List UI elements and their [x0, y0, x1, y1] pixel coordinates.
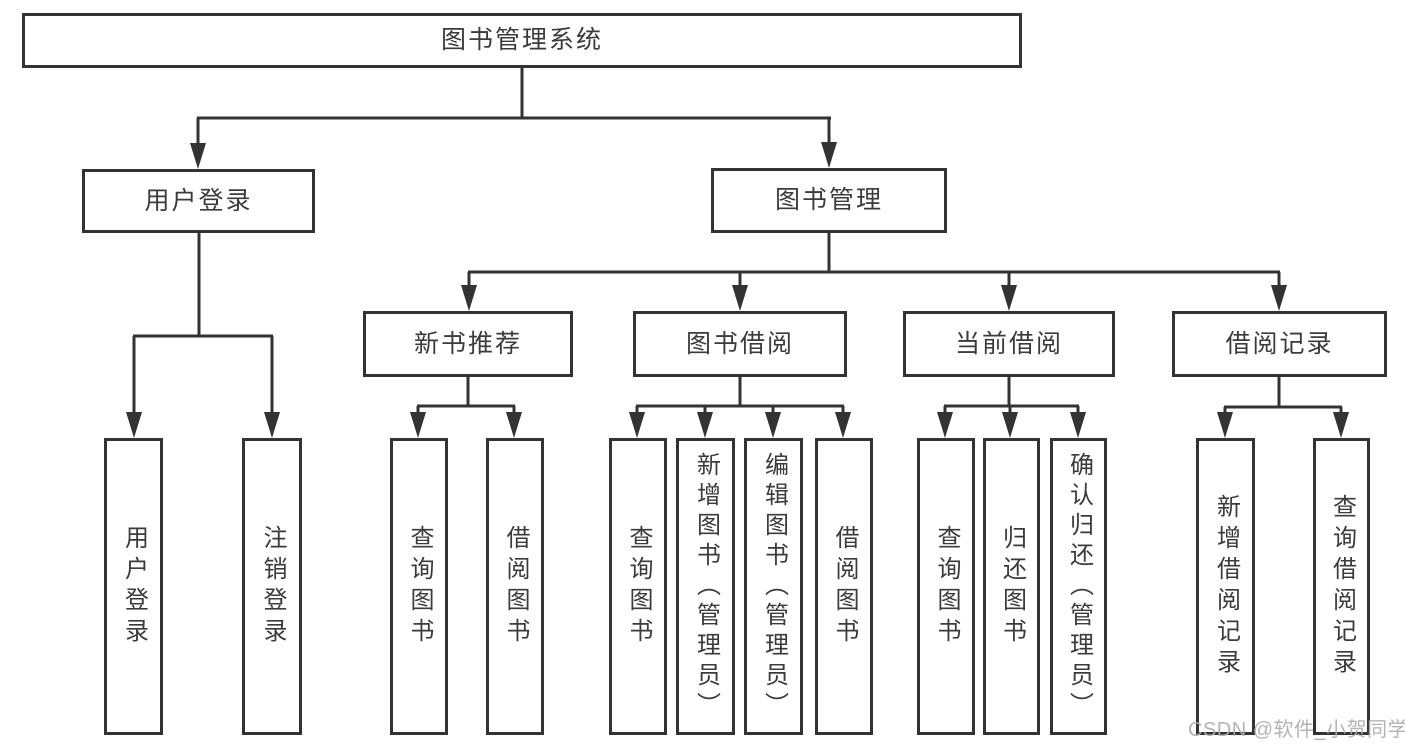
node-label: 借阅记录: [1225, 329, 1334, 358]
arrow-down-icon: [126, 412, 142, 438]
node-label: 借阅图书: [502, 524, 529, 649]
leaf-recommend-query-book: 查询图书: [390, 438, 448, 735]
node-book-management: 图书管理: [711, 168, 947, 233]
leaf-borrow-edit-book-admin: 编辑图书（管理员）: [744, 438, 803, 735]
arrow-down-icon: [506, 412, 522, 438]
node-book-borrow: 图书借阅: [633, 311, 847, 377]
leaf-current-confirm-return-admin: 确认归还（管理员）: [1050, 438, 1107, 735]
arrow-down-icon: [264, 412, 280, 438]
node-label: 查询图书: [933, 524, 960, 649]
leaf-current-query-book: 查询图书: [917, 438, 975, 735]
leaf-record-query-record: 查询借阅记录: [1313, 438, 1370, 735]
leaf-recommend-borrow-book: 借阅图书: [486, 438, 544, 735]
arrow-down-icon: [1002, 412, 1018, 438]
node-label: 新书推荐: [413, 329, 522, 358]
leaf-current-return-book: 归还图书: [983, 438, 1040, 735]
arrow-down-icon: [697, 412, 713, 438]
node-label: 借阅图书: [831, 524, 858, 649]
node-borrow-record: 借阅记录: [1172, 311, 1387, 377]
node-label: 编辑图书（管理员）: [760, 451, 788, 722]
arrow-down-icon: [629, 412, 645, 438]
arrow-down-icon: [937, 412, 953, 438]
arrow-down-icon: [1001, 285, 1017, 311]
node-label: 用户登录: [120, 524, 148, 649]
arrow-down-icon: [732, 285, 748, 311]
node-label: 注销登录: [259, 524, 286, 649]
arrow-down-icon: [1070, 412, 1086, 438]
leaf-borrow-borrow-book: 借阅图书: [815, 438, 873, 735]
node-root: 图书管理系统: [22, 13, 1022, 68]
node-label: 新增图书（管理员）: [692, 451, 720, 722]
node-label: 当前借阅: [954, 329, 1063, 358]
arrow-down-icon: [1217, 412, 1233, 438]
node-label: 图书借阅: [685, 329, 794, 358]
node-current-borrow: 当前借阅: [903, 311, 1115, 377]
node-label: 查询图书: [406, 524, 433, 649]
leaf-record-add-record: 新增借阅记录: [1196, 438, 1255, 735]
node-label: 确认归还（管理员）: [1065, 451, 1093, 722]
node-label: 归还图书: [998, 524, 1026, 649]
node-label: 新增借阅记录: [1212, 493, 1240, 680]
arrow-down-icon: [821, 142, 837, 168]
leaf-logout: 注销登录: [242, 438, 302, 735]
node-label: 查询借阅记录: [1328, 493, 1356, 680]
node-label: 图书管理系统: [440, 26, 603, 54]
arrow-down-icon: [190, 143, 206, 169]
arrow-down-icon: [410, 412, 426, 438]
arrow-down-icon: [765, 412, 781, 438]
leaf-user-login: 用户登录: [104, 438, 163, 735]
node-label: 用户登录: [144, 186, 253, 215]
arrow-down-icon: [835, 412, 851, 438]
node-label: 图书管理: [774, 186, 883, 214]
node-label: 查询图书: [625, 524, 652, 649]
node-new-book-recommend: 新书推荐: [363, 311, 573, 377]
csdn-watermark: CSDN @软件_小贺同学: [1188, 719, 1405, 741]
leaf-borrow-add-book-admin: 新增图书（管理员）: [676, 438, 735, 735]
node-user-login: 用户登录: [82, 169, 315, 233]
arrow-down-icon: [461, 285, 477, 311]
leaf-borrow-query-book: 查询图书: [609, 438, 667, 735]
arrow-down-icon: [1271, 285, 1287, 311]
arrow-down-icon: [1333, 412, 1349, 438]
